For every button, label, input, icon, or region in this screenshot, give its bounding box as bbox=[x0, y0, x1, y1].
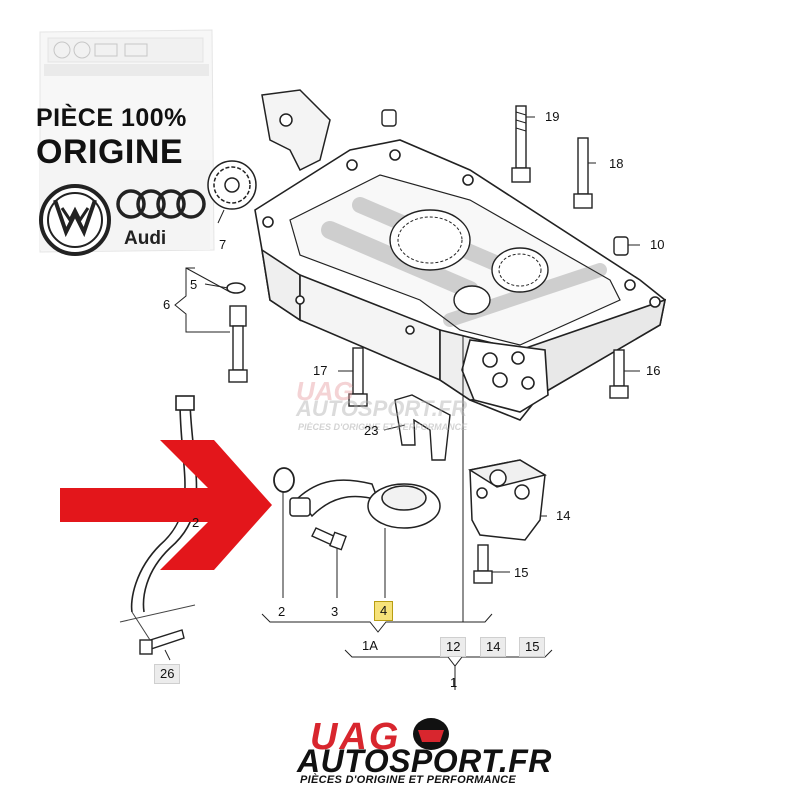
bolt-part-15 bbox=[473, 544, 493, 584]
bolt-part-3 bbox=[311, 527, 347, 551]
bolt-part-17 bbox=[348, 347, 368, 407]
callout-10: 10 bbox=[650, 237, 665, 252]
housing-part-14 bbox=[468, 459, 547, 541]
callout-26: 26 bbox=[154, 664, 181, 684]
callout-12: 12 bbox=[440, 637, 467, 657]
callout-16: 16 bbox=[646, 363, 661, 378]
o-ring-part-2 bbox=[273, 467, 295, 493]
dipstick-bracket-lines bbox=[119, 604, 196, 641]
bolt-part-6 bbox=[228, 305, 248, 383]
callout-23: 23 bbox=[364, 423, 379, 438]
audi-wordmark: Audi bbox=[124, 228, 167, 249]
bolt-part-18 bbox=[573, 137, 593, 209]
callout-4-highlighted: 4 bbox=[374, 601, 394, 621]
audi-rings-logo bbox=[116, 189, 206, 219]
callout-2: 2 bbox=[278, 604, 286, 619]
footer-logo-word-2: AUTOSPORT.FR bbox=[297, 743, 552, 779]
bolt-part-16 bbox=[609, 349, 629, 399]
sprocket-part-7 bbox=[207, 89, 331, 210]
footer-logo-tagline: PIÈCES D'ORIGINE ET PERFORMANCE bbox=[300, 774, 517, 786]
badge-line-1: PIÈCE 100% bbox=[36, 104, 187, 132]
callout-2-dipstick: 2 bbox=[192, 515, 200, 530]
watermark-word-1: UAG bbox=[296, 376, 354, 406]
callout-1: 1 bbox=[450, 675, 458, 690]
vw-logo bbox=[39, 184, 111, 256]
callout-7: 7 bbox=[219, 237, 227, 252]
bracket-part-23 bbox=[394, 394, 451, 461]
sleeve-top bbox=[381, 109, 397, 127]
sleeve-part-10 bbox=[613, 236, 629, 256]
callout-18: 18 bbox=[609, 156, 624, 171]
badge-line-2: ORIGINE bbox=[36, 133, 184, 171]
callout-1A: 1A bbox=[362, 638, 378, 653]
red-pointer-arrow-icon bbox=[60, 440, 272, 570]
callout-14: 14 bbox=[556, 508, 571, 523]
sensor-part-26 bbox=[139, 629, 185, 655]
watermark-word-2: AUTOSPORT.FR bbox=[296, 396, 468, 421]
callout-6: 6 bbox=[163, 297, 171, 312]
callout-15-group: 15 bbox=[519, 637, 546, 657]
callout-17: 17 bbox=[313, 363, 328, 378]
callout-15: 15 bbox=[514, 565, 529, 580]
leader-lines bbox=[164, 116, 640, 690]
oil-pickup-pipe-part-4 bbox=[289, 479, 441, 529]
callout-14-group: 14 bbox=[480, 637, 507, 657]
balance-shaft-housing bbox=[254, 139, 667, 421]
callout-3: 3 bbox=[331, 604, 339, 619]
footer-logo-word-1: UAG bbox=[310, 716, 401, 758]
bolt-part-19 bbox=[511, 105, 531, 183]
callout-5: 5 bbox=[190, 277, 198, 292]
watermark-tagline: PIÈCES D'ORIGINE ET PERFORMANCE bbox=[298, 422, 468, 432]
callout-19: 19 bbox=[545, 109, 560, 124]
